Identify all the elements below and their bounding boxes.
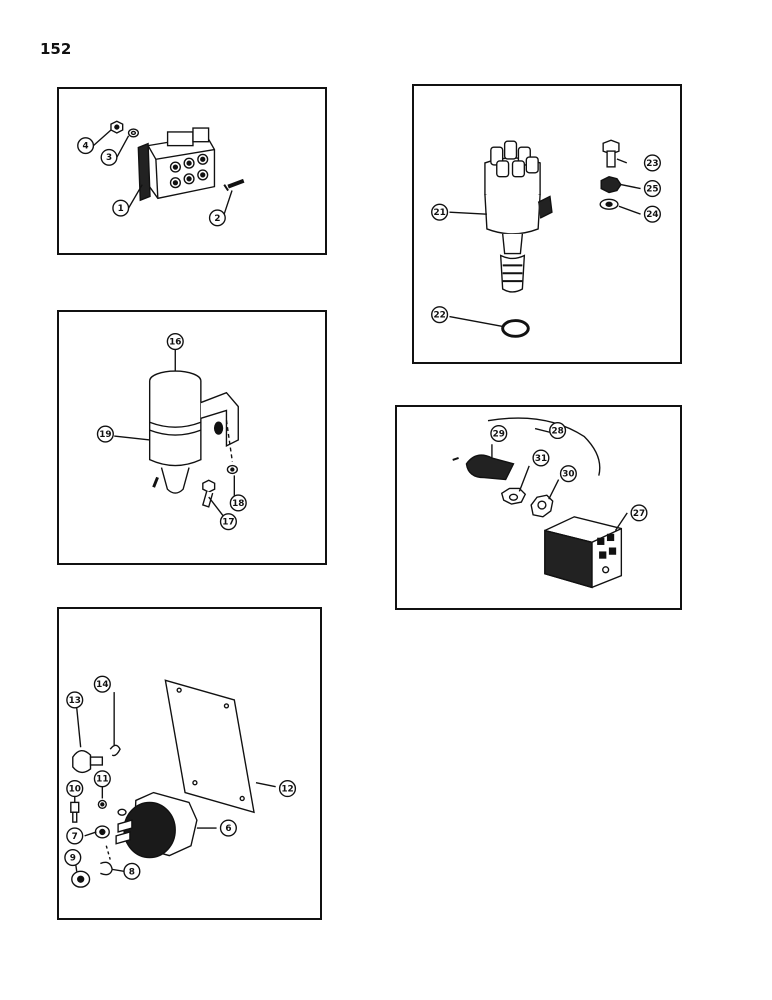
coil-panel: 16 19 18 17 [57, 310, 327, 565]
solenoid-panel: 13 14 11 10 12 7 6 9 8 [57, 607, 322, 920]
callout-22: 22 [433, 311, 445, 321]
callout-30: 30 [562, 470, 574, 480]
callout-6: 6 [225, 824, 231, 834]
callout-17: 17 [222, 518, 234, 528]
callout-11: 11 [96, 775, 108, 785]
distributor-diagram: 23 25 21 24 22 [431, 139, 661, 338]
switch-diagram: 28 29 31 30 27 [452, 417, 648, 589]
callout-9: 9 [70, 854, 76, 864]
switch-panel: 28 29 31 30 27 [395, 405, 682, 610]
callout-1: 1 [118, 204, 124, 214]
callout-16: 16 [169, 337, 181, 347]
callout-4: 4 [83, 142, 89, 152]
callout-21: 21 [433, 208, 445, 218]
callout-13: 13 [69, 696, 81, 706]
callout-27: 27 [633, 509, 645, 519]
page-number: 152 [40, 40, 72, 58]
callout-8: 8 [129, 867, 135, 877]
callout-25: 25 [646, 184, 658, 194]
callout-3: 3 [106, 153, 112, 163]
callout-14: 14 [96, 680, 108, 690]
callout-19: 19 [99, 430, 111, 440]
callout-18: 18 [232, 499, 244, 509]
callout-12: 12 [281, 785, 293, 795]
callout-28: 28 [551, 426, 563, 436]
callout-29: 29 [493, 429, 505, 439]
callout-7: 7 [72, 832, 78, 842]
coil-diagram: 16 19 18 17 [96, 332, 247, 531]
callout-10: 10 [69, 785, 81, 795]
callout-31: 31 [535, 454, 547, 464]
callout-2: 2 [214, 214, 220, 224]
callout-24: 24 [646, 210, 658, 220]
callout-23: 23 [646, 159, 658, 169]
distributor-panel: 23 25 21 24 22 [412, 84, 682, 364]
relay-diagram: 4 3 1 2 [77, 120, 245, 227]
relay-panel: 4 3 1 2 [57, 87, 327, 255]
solenoid-diagram: 13 14 11 10 12 7 6 9 8 [64, 675, 297, 888]
